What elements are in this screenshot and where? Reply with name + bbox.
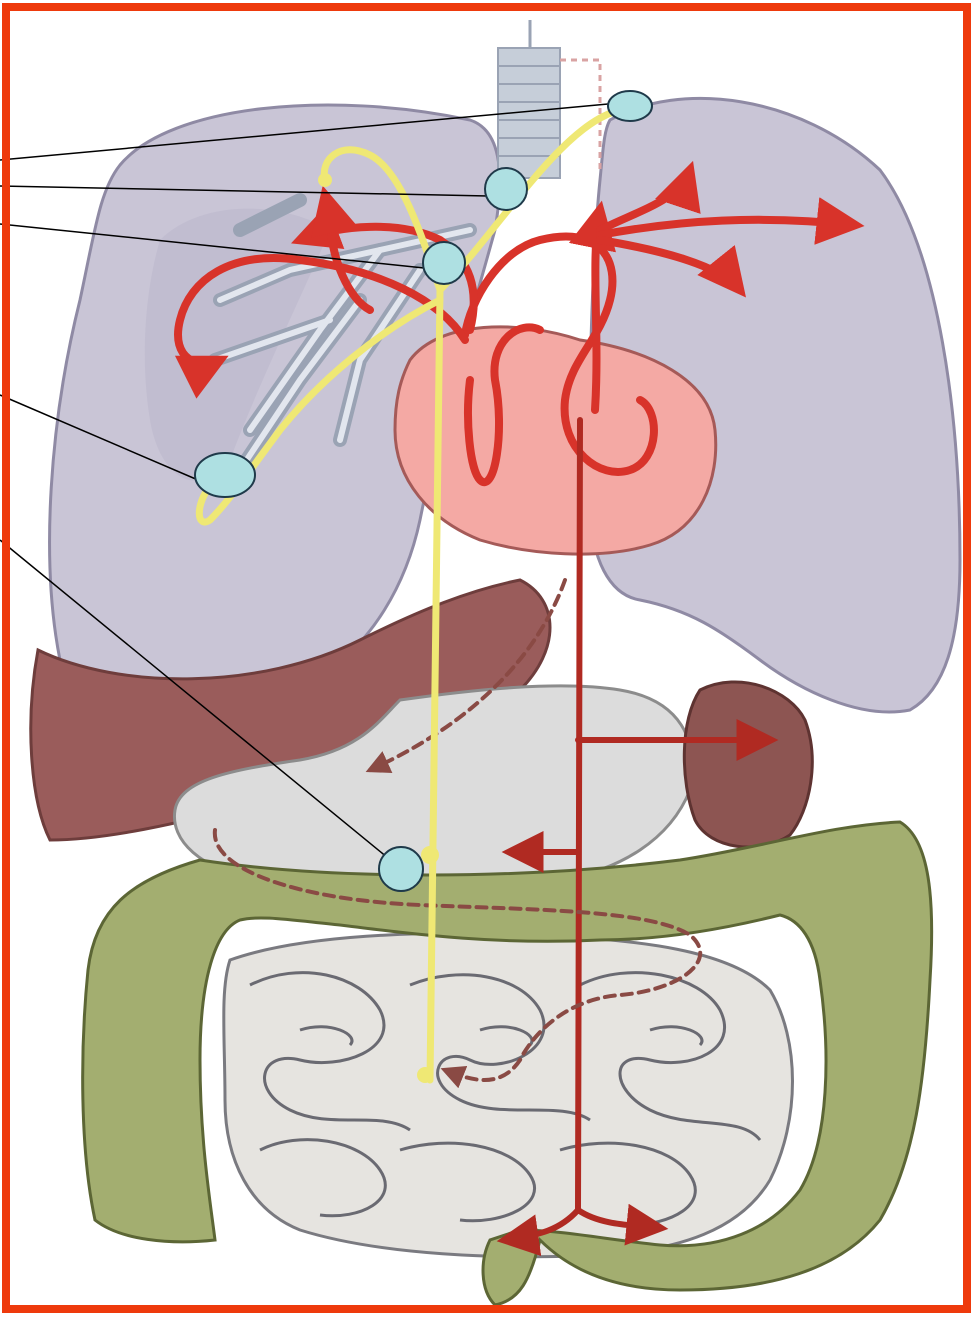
marker-4[interactable]	[195, 453, 255, 497]
marker-5[interactable]	[379, 847, 423, 891]
nerve-node	[417, 1067, 433, 1083]
nerve-node	[318, 173, 332, 187]
marker-3[interactable]	[423, 242, 465, 284]
nerve-node	[421, 846, 439, 864]
marker-2[interactable]	[485, 168, 527, 210]
spleen	[684, 682, 812, 847]
marker-1[interactable]	[608, 91, 652, 121]
